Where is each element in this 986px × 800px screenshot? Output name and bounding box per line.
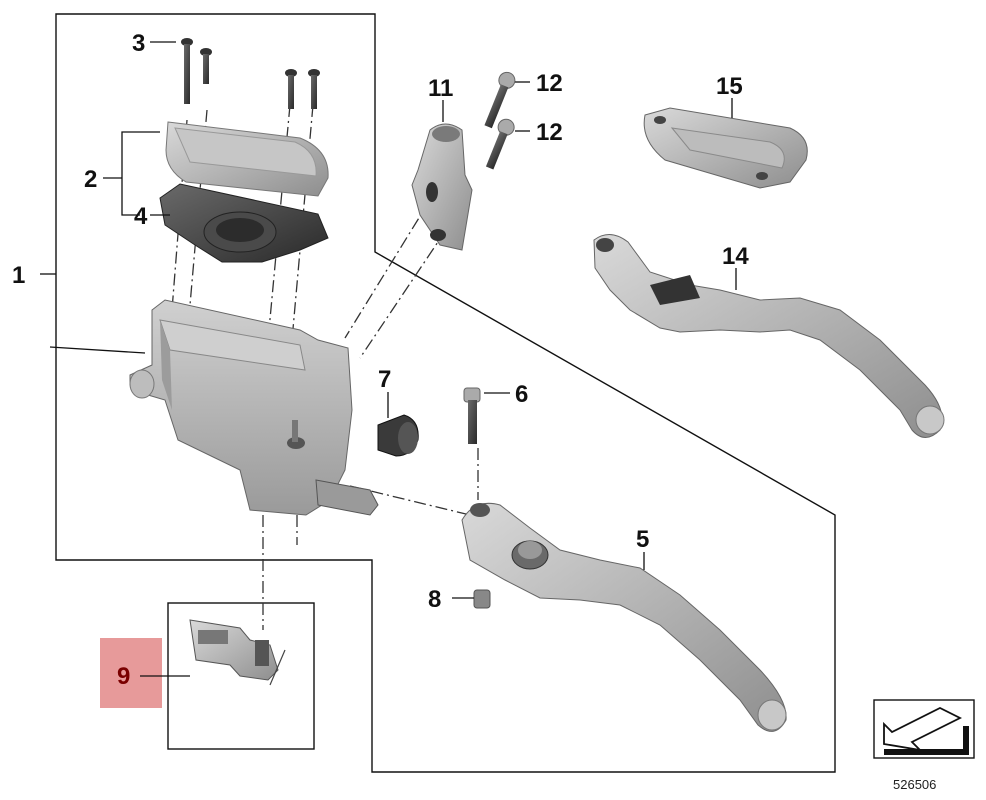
- callout-2: 2: [84, 166, 97, 193]
- callout-6: 6: [515, 381, 528, 408]
- assembly-frame: [55, 13, 836, 773]
- leader-lines: [40, 41, 737, 677]
- lever-nut: [473, 589, 491, 609]
- callout-5: 5: [636, 526, 649, 553]
- brake-lever: [461, 502, 787, 732]
- callout-3: 3: [132, 30, 145, 57]
- callout-1: 1: [12, 262, 25, 289]
- callout-12a: 12: [536, 70, 563, 97]
- grommet: [377, 414, 419, 457]
- callout-labels: 1 2 3 4 11 12 12 15 14 7 6 5 8 9: [12, 30, 749, 690]
- reservoir-diaphragm: [159, 183, 329, 263]
- arrow-icon: [873, 699, 975, 759]
- callout-9: 9: [117, 663, 130, 690]
- brake-light-switch: [189, 619, 286, 686]
- highlight-box: [100, 638, 162, 708]
- reservoir-cover-screws: [181, 38, 320, 109]
- clamp-bolts: [484, 71, 516, 170]
- callout-14: 14: [722, 243, 749, 270]
- callout-8: 8: [428, 586, 441, 613]
- callout-11: 11: [428, 75, 453, 102]
- alternate-clutch-lever: [593, 234, 945, 438]
- reference-number: 526506: [893, 777, 936, 792]
- callout-15: 15: [716, 73, 743, 100]
- handlebar-clamp: [411, 123, 473, 251]
- cover-plate: [643, 107, 808, 189]
- pivot-bolt: [463, 387, 481, 444]
- callout-12b: 12: [536, 119, 563, 146]
- callout-7: 7: [378, 366, 391, 393]
- reservoir-cover: [165, 121, 329, 197]
- callout-4: 4: [134, 203, 148, 230]
- master-cylinder-body: [129, 299, 379, 516]
